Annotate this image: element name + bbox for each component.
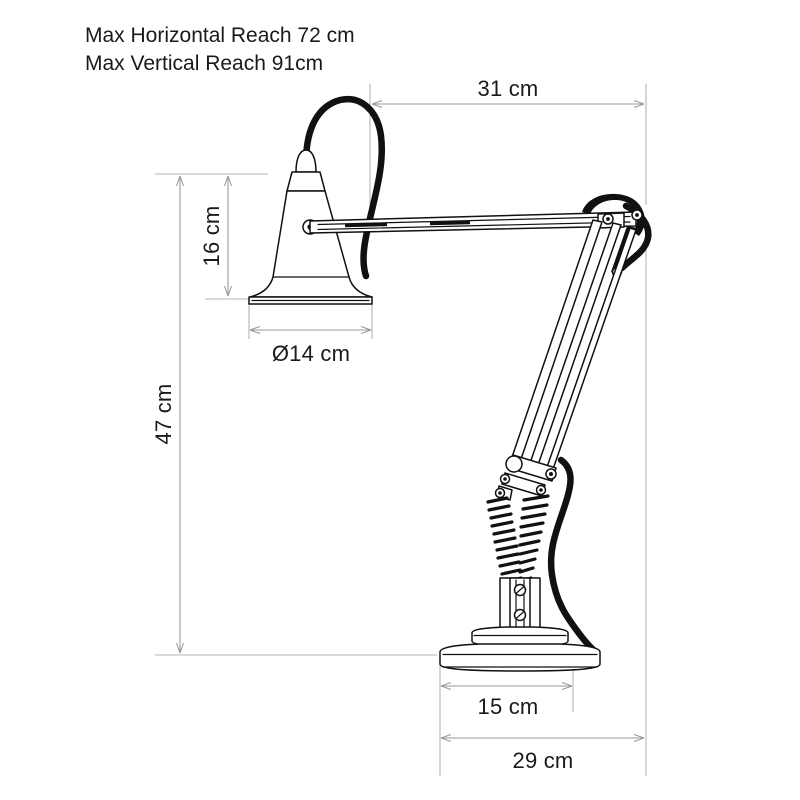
spring-right [518,494,550,583]
dimension-label-31cm: 31 cm [478,76,539,101]
lower-arm [510,219,637,473]
dimension-label-29cm: 29 cm [513,748,574,773]
base-plate [439,626,601,672]
middle-knuckle-joint [494,454,557,501]
dimension-29cm: 29 cm [440,733,645,773]
dimension-16cm: 16 cm [199,175,233,297]
dimension-31cm: 31 cm [371,76,645,109]
dimension-label-47cm: 47 cm [151,384,176,445]
power-cable [302,95,652,657]
dimension-label-15cm: 15 cm [478,694,539,719]
upper-arm [309,211,637,234]
dimension-label-16cm: 16 cm [199,206,224,267]
dimension-label-dia14cm: Ø14 cm [272,341,350,366]
dimension-dia14cm: Ø14 cm [249,325,372,366]
dimension-15cm: 15 cm [440,681,573,719]
header-line-2: Max Vertical Reach 91cm [85,52,323,75]
base-post [499,577,541,637]
lamp-shade [248,149,373,305]
dimension-47cm: 47 cm [151,175,185,654]
header-line-1: Max Horizontal Reach 72 cm [85,24,355,47]
